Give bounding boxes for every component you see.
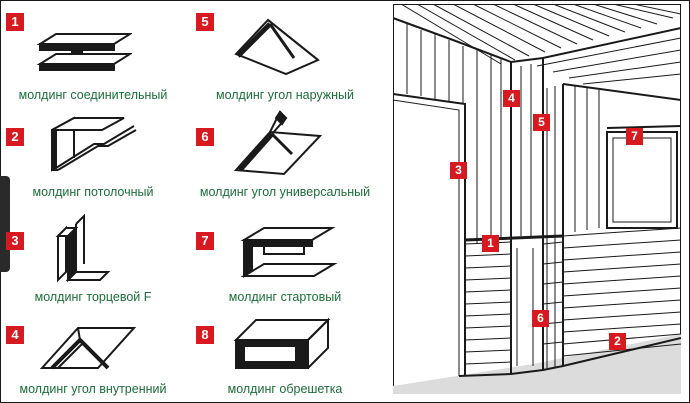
room-marker-7: 7 [626, 128, 643, 145]
item-caption: молдинг стартовый [228, 290, 342, 304]
end-f-molding-icon [55, 214, 111, 283]
connecting-molding-icon [36, 33, 132, 71]
item-caption: молдинг торцевой F [34, 290, 152, 304]
item-number-badge: 5 [196, 13, 214, 31]
room-marker-4: 4 [503, 90, 520, 107]
starter-molding-icon [240, 227, 338, 278]
item-caption: молдинг соединительный [18, 88, 168, 102]
room-marker-5: 5 [533, 114, 550, 131]
room-marker-1: 1 [482, 235, 499, 252]
item-number-badge: 8 [196, 326, 214, 344]
lathing-molding-icon [233, 317, 331, 369]
room-marker-2: 2 [609, 333, 626, 350]
item-caption: молдинг угол наружный [215, 88, 355, 102]
item-number-badge: 3 [6, 232, 24, 250]
ceiling-molding-icon [51, 116, 137, 172]
item-caption: молдинг потолочный [32, 185, 154, 199]
room-marker-3: 3 [450, 162, 467, 179]
universal-corner-molding-icon [233, 110, 323, 176]
item-caption: молдинг угол внутренний [19, 382, 167, 396]
item-caption: молдинг обрешетка [227, 382, 343, 396]
side-handle[interactable] [0, 176, 10, 272]
item-number-badge: 7 [196, 232, 214, 250]
item-caption: молдинг угол универсальный [199, 185, 371, 199]
item-number-badge: 4 [6, 326, 24, 344]
item-number-badge: 1 [6, 13, 24, 31]
item-number-badge: 2 [6, 128, 24, 146]
inner-corner-molding-icon [39, 327, 137, 370]
room-marker-6: 6 [532, 310, 549, 327]
item-number-badge: 6 [196, 128, 214, 146]
outer-corner-molding-icon [234, 18, 320, 76]
room-illustration: 3 4 5 7 1 6 2 [392, 3, 682, 395]
room-drawing [392, 3, 682, 395]
